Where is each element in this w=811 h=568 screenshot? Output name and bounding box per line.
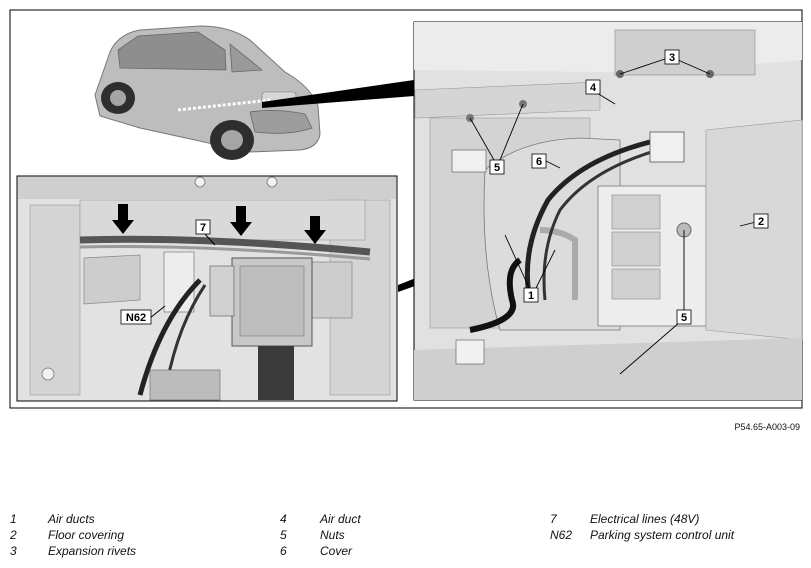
legend-number: 3 <box>10 544 17 558</box>
zoom-wedge-top <box>262 80 414 108</box>
callout-2: 2 <box>758 216 764 228</box>
legend-number: 6 <box>280 544 287 558</box>
legend-text: Floor covering <box>48 528 125 542</box>
legend-number: 7 <box>550 512 557 526</box>
reference-code: P54.65-A003-09 <box>734 422 800 432</box>
callout-5-lower: 5 <box>681 312 687 324</box>
callout-6: 6 <box>536 156 542 168</box>
callout-3: 3 <box>669 52 675 64</box>
callouts: 1 2 3 4 5 5 6 7 N62 <box>120 49 769 325</box>
legend-text: Electrical lines (48V) <box>590 512 700 526</box>
callout-4: 4 <box>590 82 597 94</box>
legend-text: Cover <box>320 544 353 558</box>
legend-number: 1 <box>10 512 17 526</box>
legend: 1 Air ducts 2 Floor covering 3 Expansion… <box>0 512 811 568</box>
legend-text: Air ducts <box>48 512 95 526</box>
legend-text: Expansion rivets <box>48 544 137 558</box>
legend-text: Air duct <box>320 512 361 526</box>
callout-n62: N62 <box>126 312 146 324</box>
legend-number: 4 <box>280 512 287 526</box>
detail-panel-right <box>413 21 803 401</box>
callout-5-upper: 5 <box>494 162 500 174</box>
legend-number: N62 <box>550 528 573 542</box>
legend-number: 2 <box>10 528 17 542</box>
diagram-figure: 1 2 3 4 5 5 6 7 N62 <box>9 9 803 409</box>
legend-text: Parking system control unit <box>590 528 735 542</box>
detail-panel-left <box>16 175 398 402</box>
legend-text: Nuts <box>320 528 345 542</box>
legend-number: 5 <box>280 528 287 542</box>
callout-1: 1 <box>528 290 534 302</box>
callout-7: 7 <box>200 222 206 234</box>
